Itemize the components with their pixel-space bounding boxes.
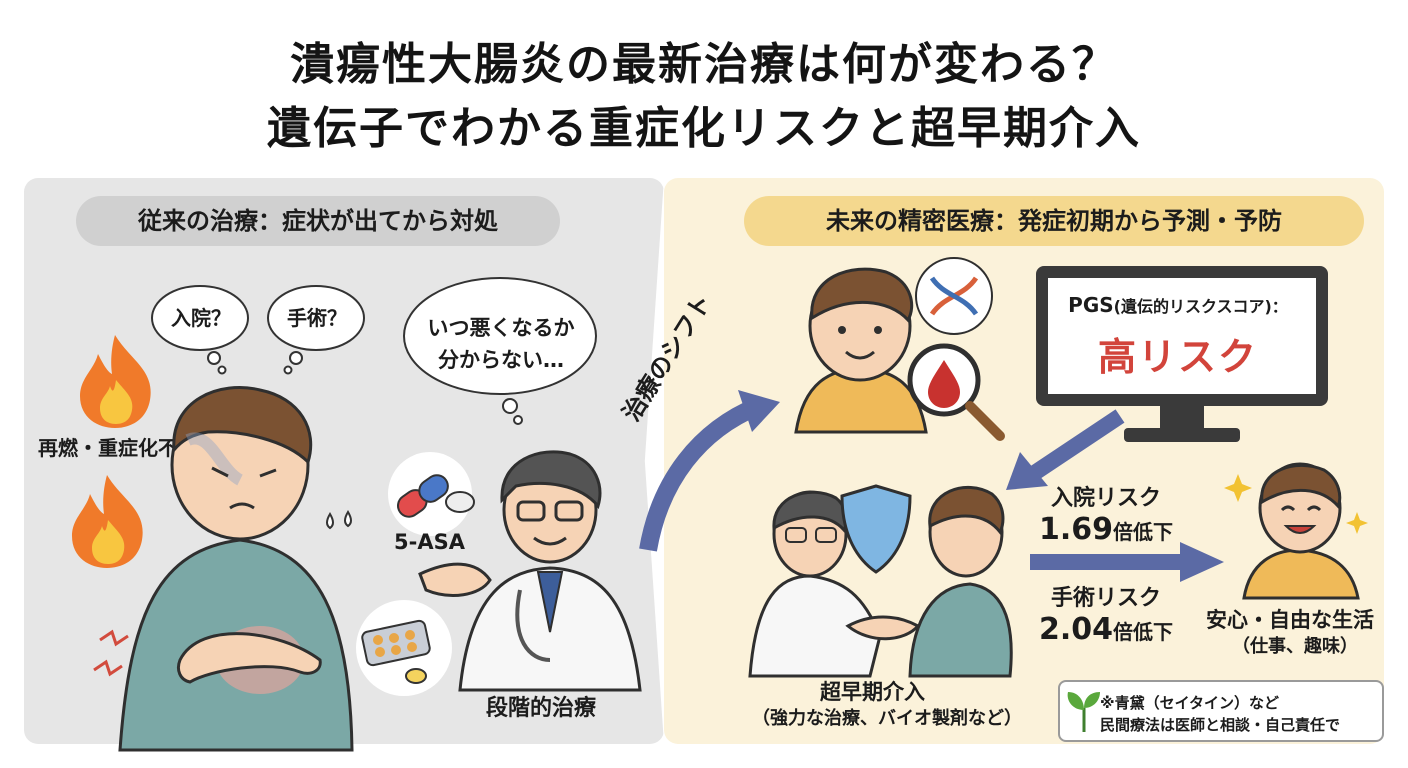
bubble-hospital bbox=[151, 285, 249, 375]
pill-blister-icon bbox=[356, 600, 452, 696]
bubble-worry-line-2: 分からない… bbox=[438, 348, 564, 372]
sprout-icon bbox=[1067, 692, 1100, 732]
patient-in-pain-illustration bbox=[93, 386, 354, 752]
right-panel-heading: 未来の精密医療：発症初期から予測・予防 bbox=[744, 196, 1364, 246]
pgs-label-main: PGS bbox=[1068, 293, 1114, 317]
right-arrow-icon bbox=[1030, 542, 1224, 582]
disclaimer-line-2: 民間療法は医師と相談・自己責任で bbox=[1100, 716, 1341, 734]
intervention-title: 超早期介入 bbox=[820, 680, 925, 704]
patient-portrait-illustration bbox=[794, 267, 928, 434]
dna-icon bbox=[915, 257, 993, 335]
risk-level-text: 高リスク bbox=[1097, 335, 1258, 379]
bubble-hospital-text: 入院？ bbox=[171, 306, 231, 330]
disclaimer-note bbox=[1058, 680, 1384, 742]
title-line-1: 潰瘍性大腸炎の最新治療は何が変わる？ bbox=[290, 39, 1118, 90]
hospital-risk-suffix: 倍低下 bbox=[1113, 520, 1174, 544]
down-arrow-icon bbox=[1006, 409, 1125, 490]
magnifier-blood-drop-icon bbox=[907, 343, 1005, 441]
outcome-detail: （仕事、趣味） bbox=[1232, 636, 1358, 657]
intervention-detail: （強力な治療、バイオ製剤など） bbox=[752, 708, 1022, 729]
doctor-illustration bbox=[418, 450, 642, 692]
left-panel-heading: 従来の治療：症状が出てから対処 bbox=[76, 196, 560, 246]
disclaimer-line-1: ※青黛（セイタイン）など bbox=[1100, 694, 1279, 712]
surgery-risk-suffix: 倍低下 bbox=[1113, 620, 1174, 644]
happy-person-illustration bbox=[1224, 462, 1368, 600]
sweat-drops-icon bbox=[326, 510, 352, 530]
hospital-risk-value: 1.69 bbox=[1038, 512, 1114, 547]
hospital-risk-stat: 入院リスク 1.69倍低下 bbox=[1036, 480, 1176, 547]
monitor-icon bbox=[1036, 266, 1328, 442]
surgery-risk-label: 手術リスク bbox=[1050, 586, 1161, 611]
drug-label: 5-ASA bbox=[394, 530, 465, 554]
bubble-worry-line-1: いつ悪くなるか bbox=[427, 316, 575, 340]
outcome-title: 安心・自由な生活 bbox=[1206, 608, 1374, 632]
bubble-surgery-text: 手術？ bbox=[287, 306, 347, 330]
shift-arrow-icon bbox=[639, 390, 780, 552]
surgery-risk-stat: 手術リスク 2.04倍低下 bbox=[1036, 580, 1176, 647]
flame-icon bbox=[80, 335, 151, 428]
flame-icon bbox=[72, 475, 143, 568]
treatment-label: 段階的治療 bbox=[486, 696, 597, 721]
bubble-surgery bbox=[267, 285, 365, 375]
bubble-worry bbox=[403, 277, 597, 425]
doctor-patient-handshake-illustration bbox=[748, 484, 1013, 678]
pgs-label: PGS(遺伝的リスクスコア)： bbox=[1048, 293, 1308, 317]
pgs-label-sub: (遺伝的リスクスコア)： bbox=[1113, 297, 1288, 316]
surgery-risk-value: 2.04 bbox=[1038, 612, 1114, 647]
hospital-risk-label: 入院リスク bbox=[1050, 486, 1161, 511]
medicine-capsule-icon bbox=[388, 452, 475, 536]
title-line-2: 遺伝子でわかる重症化リスクと超早期介入 bbox=[267, 103, 1141, 154]
